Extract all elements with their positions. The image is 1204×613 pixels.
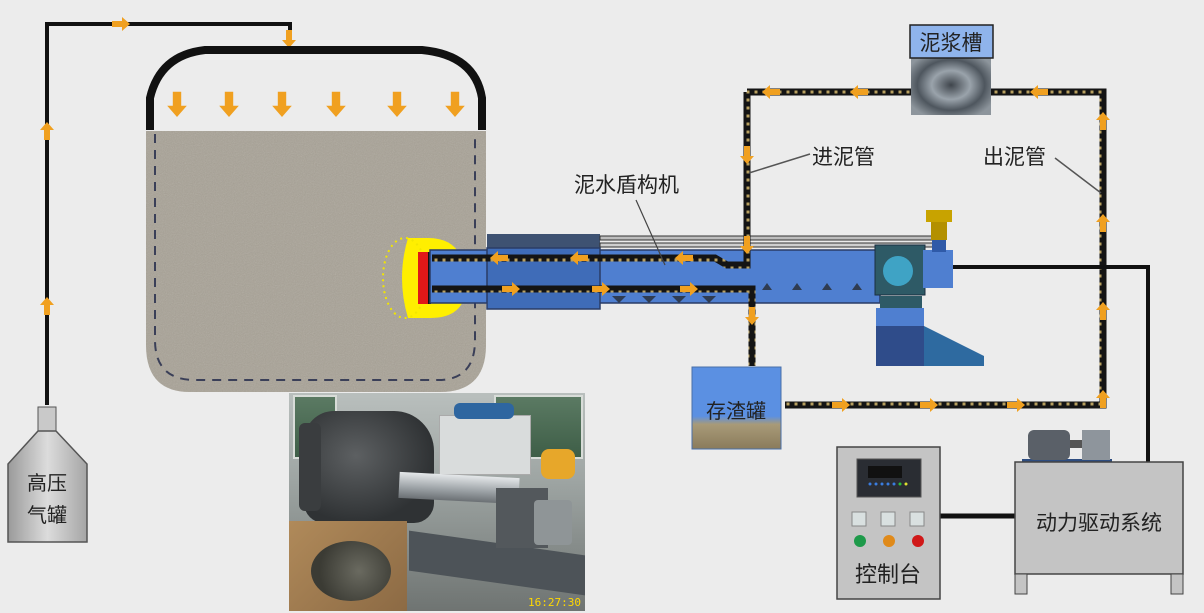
pump-icon xyxy=(1082,430,1110,460)
flow-arrow-icon xyxy=(1096,302,1110,320)
flow-arrow-icon xyxy=(40,297,54,315)
red-indicator-light xyxy=(912,535,924,547)
flow-arrow-icon xyxy=(445,91,465,117)
test-rig-photo: 16:27:30 xyxy=(289,393,585,611)
flow-arrow-icon xyxy=(40,122,54,140)
slurry-lines-internal xyxy=(432,92,756,366)
flow-arrow-icon xyxy=(745,307,759,325)
flow-arrow-icon xyxy=(920,398,938,412)
flow-arrow-icon xyxy=(112,17,130,31)
flow-arrow-icon xyxy=(282,30,296,48)
pressure-arrows xyxy=(167,91,465,117)
indicator-row xyxy=(868,482,908,486)
power-drive-system: 动力驱动系统 xyxy=(1014,430,1184,595)
muck-tank: 存渣罐 xyxy=(691,366,782,450)
motor-icon xyxy=(1028,430,1070,460)
gas-tank-label-1: 高压 xyxy=(27,471,67,495)
orange-indicator-light xyxy=(883,535,895,547)
outlet-pipe-label: 出泥管 xyxy=(983,145,1046,169)
muck-tank-label: 存渣罐 xyxy=(706,399,766,423)
gauge-icon xyxy=(851,511,867,527)
shield-machine-label: 泥水盾构机 xyxy=(574,173,679,197)
green-indicator-light xyxy=(854,535,866,547)
gauge-icon xyxy=(880,511,896,527)
flow-arrow-icon xyxy=(326,91,346,117)
flow-arrow-icon xyxy=(1007,398,1025,412)
flow-arrow-icon xyxy=(1030,85,1048,99)
flow-arrow-icon xyxy=(387,91,407,117)
gas-tank-label-2: 气罐 xyxy=(27,503,67,527)
high-pressure-gas-tank: 高压 气罐 xyxy=(7,406,88,543)
flow-arrow-icon xyxy=(832,398,850,412)
gas-supply-pipe xyxy=(40,17,296,405)
flow-arrow-icon xyxy=(167,91,187,117)
flow-arrow-icon xyxy=(1096,214,1110,232)
photo-timestamp: 16:27:30 xyxy=(528,596,581,609)
flow-arrow-icon xyxy=(219,91,239,117)
inlet-pipe-label: 进泥管 xyxy=(812,145,875,169)
flow-arrow-icon xyxy=(272,91,292,117)
slurry-tank-label: 泥浆槽 xyxy=(920,31,983,55)
control-console: 控制台 xyxy=(836,446,941,600)
power-drive-label: 动力驱动系统 xyxy=(1036,511,1162,535)
flow-arrow-icon xyxy=(850,85,868,99)
gauge-icon xyxy=(909,511,925,527)
flow-arrow-icon xyxy=(762,85,780,99)
control-console-label: 控制台 xyxy=(855,563,921,588)
slurry-tank: 泥浆槽 xyxy=(909,24,994,115)
power-cables xyxy=(940,265,1150,519)
flow-arrow-icon xyxy=(1096,112,1110,130)
slurry-loop-pipes xyxy=(740,85,1110,412)
pressure-vessel xyxy=(146,46,486,392)
flow-arrow-icon xyxy=(740,146,754,164)
